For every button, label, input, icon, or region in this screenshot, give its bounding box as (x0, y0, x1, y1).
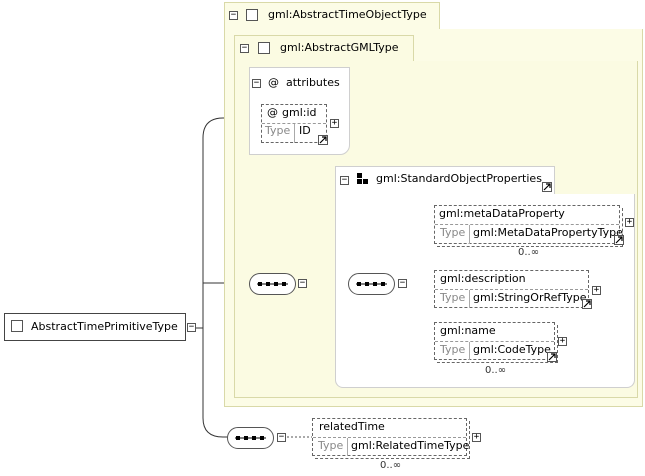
attribute-type-value: ID (299, 124, 311, 137)
element-type-key: Type (440, 226, 466, 239)
attributes-title: attributes (286, 76, 340, 89)
element-type-value: gml:MetaDataPropertyType (473, 226, 623, 239)
element-type-key: Type (318, 439, 344, 452)
abstract-time-object-tab (224, 2, 440, 30)
attribute-at-icon: @ (267, 106, 278, 119)
expand-related-time-button[interactable]: + (472, 432, 481, 442)
go-to-type-icon[interactable] (614, 235, 624, 245)
element-type-key: Type (440, 343, 466, 356)
cardinality: 0..∞ (518, 247, 540, 258)
sequence-compositor[interactable] (249, 273, 296, 295)
root-type-box[interactable] (4, 313, 186, 341)
element-name: gml:name (440, 324, 496, 337)
complex-type-icon (258, 42, 270, 54)
expand-description-button[interactable]: + (592, 285, 601, 295)
element-related-time[interactable]: relatedTime Type gml:RelatedTimeType (312, 418, 470, 459)
element-type-value: gml:CodeType (473, 343, 551, 356)
go-to-type-icon[interactable] (582, 299, 592, 309)
collapse-attributes-button[interactable]: − (252, 78, 261, 88)
attributes-at-icon: @ (268, 76, 279, 89)
sequence-compositor[interactable] (348, 273, 395, 295)
collapse-standard-object-properties-button[interactable]: − (340, 175, 349, 185)
element-type-value: gml:StringOrRefType (473, 291, 587, 304)
cardinality: 0..∞ (485, 365, 507, 376)
element-name-gml[interactable]: gml:name Type gml:CodeType (434, 322, 558, 363)
expand-gml-id-button[interactable]: + (330, 118, 339, 128)
collapse-root-button[interactable]: − (187, 322, 196, 332)
cardinality: 0..∞ (380, 460, 402, 471)
expand-meta-data-property-button[interactable]: + (625, 217, 634, 227)
element-name: relatedTime (319, 420, 385, 433)
attribute-name: gml:id (282, 106, 317, 119)
element-type-key: Type (440, 291, 466, 304)
attribute-type-key: Type (265, 124, 291, 137)
root-type-label: AbstractTimePrimitiveType (31, 320, 178, 333)
attribute-gml-id[interactable]: @ gml:id Type ID (261, 104, 327, 143)
go-to-group-icon[interactable] (542, 182, 552, 192)
abstract-gml-label: gml:AbstractGMLType (280, 41, 399, 54)
collapse-sequence-button[interactable]: − (277, 432, 286, 442)
sequence-compositor[interactable] (227, 427, 274, 449)
collapse-sequence-button[interactable]: − (298, 278, 307, 288)
collapse-abstract-gml-button[interactable]: − (240, 43, 249, 53)
element-type-value: gml:RelatedTimeType (351, 439, 470, 452)
element-description[interactable]: gml:description Type gml:StringOrRefType (434, 270, 589, 308)
element-name: gml:metaDataProperty (439, 207, 565, 220)
go-to-type-icon[interactable] (547, 352, 557, 362)
collapse-sequence-button[interactable]: − (398, 278, 407, 288)
go-to-type-icon[interactable] (318, 135, 328, 145)
standard-object-properties-tab (335, 166, 555, 195)
abstract-time-object-label: gml:AbstractTimeObjectType (268, 8, 427, 21)
complex-type-icon (246, 9, 258, 21)
complex-type-icon (11, 320, 23, 332)
collapse-abstract-time-object-button[interactable]: − (229, 10, 238, 20)
expand-name-button[interactable]: + (558, 336, 567, 346)
element-meta-data-property[interactable]: gml:metaDataProperty Type gml:MetaDataPr… (434, 205, 623, 247)
standard-object-properties-label: gml:StandardObjectProperties (376, 172, 542, 185)
group-icon (357, 173, 368, 184)
element-name: gml:description (440, 272, 526, 285)
